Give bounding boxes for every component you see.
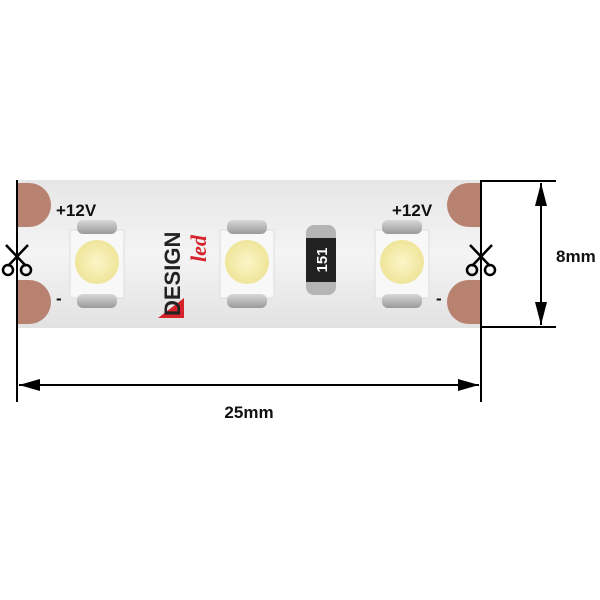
width-label: 8mm (556, 247, 596, 266)
minus-label-right: - (436, 289, 442, 308)
led-chip (374, 220, 430, 308)
logo-design-text: DESIGN (160, 232, 185, 316)
resistor: 151 (306, 225, 336, 295)
pad-right-plus (447, 183, 481, 227)
led-chip (69, 220, 125, 308)
led-chip (219, 220, 275, 308)
width-dimension (481, 180, 556, 328)
pad-left-plus (17, 183, 51, 227)
plus-label-left: +12V (56, 201, 97, 220)
solder-pads (17, 183, 481, 324)
length-dimension (16, 180, 482, 402)
resistor-code: 151 (314, 247, 331, 272)
pad-left-minus (17, 280, 51, 324)
plus-label-right: +12V (392, 201, 433, 220)
logo-led-text: led (186, 234, 211, 262)
pad-right-minus (447, 280, 481, 324)
designled-logo: DESIGN led (158, 232, 211, 318)
length-label: 25mm (224, 403, 273, 422)
minus-label-left: - (56, 289, 62, 308)
